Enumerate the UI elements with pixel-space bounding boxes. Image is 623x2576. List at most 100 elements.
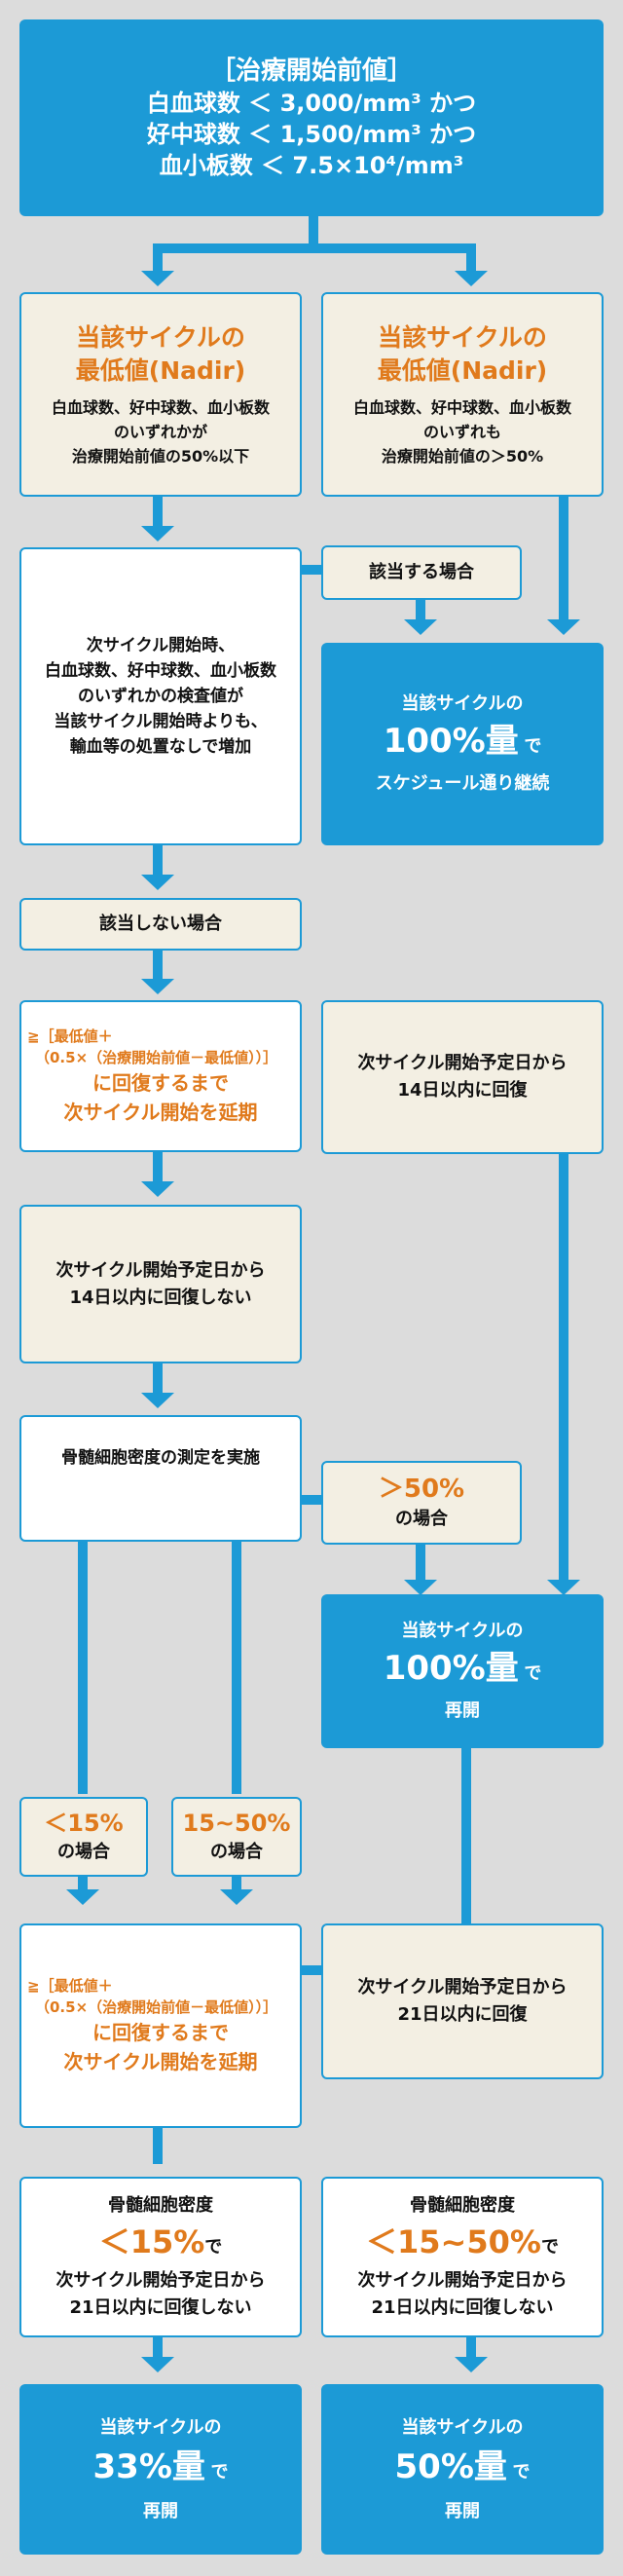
connector	[309, 216, 318, 247]
nadir-gt50-title2: 最低値(Nadir)	[377, 355, 548, 385]
result-100-restart-de: で	[524, 1663, 542, 1684]
not-recover14-line2: 14日以内に回復しない	[69, 1287, 252, 1308]
connector	[461, 1743, 471, 1928]
delay1-line1: に回復するまで	[92, 1071, 229, 1095]
arrow	[141, 2357, 174, 2372]
r15-50-value: 15~50%	[182, 1810, 291, 1837]
gt50-label: ＞50% の場合	[321, 1461, 522, 1545]
nadir-gt50-body1: 白血球数、好中球数、血小板数	[352, 397, 571, 417]
result-100-restart-unit: 量	[485, 1649, 519, 1688]
nadir-le50-title2: 最低値(Nadir)	[75, 355, 246, 385]
result-100-restart: 当該サイクルの 100%量 で 再開	[321, 1594, 604, 1748]
check-line4: 当該サイクル開始時よりも、	[54, 712, 268, 731]
bm-15-50-de: で	[540, 2237, 559, 2258]
delay2-line1: に回復するまで	[92, 2021, 229, 2044]
delay-box-2: ≧［最低値＋ （0.5×（治療開始前値－最低値））］ に回復するまで 次サイクル…	[19, 1923, 302, 2128]
result-50-de: で	[512, 2461, 531, 2483]
recover14-line1: 次サイクル開始予定日から	[357, 1053, 568, 1073]
result-50-unit: 量	[473, 2446, 507, 2486]
bm-lt15-box: 骨髄細胞密度 ＜15%で 次サイクル開始予定日から 21日以内に回復しない	[19, 2177, 302, 2337]
bm-15-50-line2: 21日以内に回復しない	[371, 2297, 554, 2318]
not-applicable-label: 該当しない場合	[19, 898, 302, 951]
check-line3: のいずれかの検査値が	[78, 687, 243, 706]
result-50-restart: 当該サイクルの 50%量 で 再開	[321, 2384, 604, 2555]
arrow	[141, 979, 174, 994]
result-100-restart-pct: 100%	[383, 1649, 486, 1688]
pretreatment-criteria-box: ［治療開始前値］ 白血球数 ＜ 3,000/mm³ かつ 好中球数 ＜ 1,50…	[19, 19, 604, 216]
connector	[299, 565, 323, 575]
gt50-value: ＞50%	[378, 1475, 465, 1504]
arrow	[404, 1580, 437, 1595]
arrow	[66, 1889, 99, 1905]
r15-50-label: 15~50% の場合	[171, 1797, 302, 1877]
connector	[153, 1363, 163, 1395]
gt50-suffix: の場合	[395, 1509, 448, 1529]
applicable-label: 該当する場合	[321, 545, 522, 600]
connector	[559, 1154, 568, 1583]
nadir-le50-body2: のいずれかが	[113, 422, 207, 441]
pretreatment-title: ［治療開始前値］	[209, 56, 413, 86]
lt15-label: ＜15% の場合	[19, 1797, 148, 1877]
nadir-le50-box: 当該サイクルの 最低値(Nadir) 白血球数、好中球数、血小板数 のいずれかが…	[19, 292, 302, 497]
arrow	[547, 1580, 580, 1595]
connector	[232, 1539, 241, 1794]
bm-lt15-title: 骨髄細胞密度	[108, 2195, 213, 2216]
arrow	[141, 271, 174, 286]
nadir-le50-body3: 治療開始前値の50%以下	[71, 446, 250, 466]
connector	[153, 243, 163, 273]
pretreatment-line-wbc: 白血球数 ＜ 3,000/mm³ かつ	[146, 90, 477, 117]
result-100-continue: 当該サイクルの 100%量 で スケジュール通り継続	[321, 643, 604, 845]
arrow	[141, 875, 174, 890]
nadir-gt50-body3: 治療開始前値の＞50%	[381, 446, 544, 466]
result-33-l1: 当該サイクルの	[99, 2416, 222, 2438]
check-line1: 次サイクル開始時、	[86, 636, 236, 655]
delay1-formula2: （0.5×（治療開始前値－最低値））］	[35, 1049, 278, 1066]
pretreatment-line-platelet: 血小板数 ＜ 7.5×10⁴/mm³	[159, 152, 464, 179]
result-33-unit: 量	[171, 2446, 205, 2486]
connector	[153, 1965, 476, 1975]
recover21-box: 次サイクル開始予定日から 21日以内に回復	[321, 1923, 604, 2079]
delay2-formula1: ≧［最低値＋	[27, 1977, 113, 1995]
lt15-suffix: の場合	[57, 1842, 110, 1862]
result-100-continue-de: で	[524, 736, 542, 757]
nadir-le50-body1: 白血球数、好中球数、血小板数	[51, 397, 270, 417]
connector	[153, 1152, 163, 1183]
connector	[416, 1544, 425, 1581]
delay2-line2: 次サイクル開始を延期	[63, 2050, 258, 2073]
arrow	[547, 619, 580, 635]
connector	[153, 845, 163, 877]
result-100-restart-l1: 当該サイクルの	[401, 1621, 524, 1641]
check-line2: 白血球数、好中球数、血小板数	[45, 661, 276, 681]
check-line5: 輸血等の処置なしで増加	[69, 737, 252, 757]
connector	[78, 1539, 88, 1794]
bm-lt15-line1: 次サイクル開始予定日から	[55, 2270, 266, 2291]
not-recover14-line1: 次サイクル開始予定日から	[55, 1259, 266, 1281]
result-100-continue-pct: 100%	[383, 722, 486, 761]
delay1-formula1: ≧［最低値＋	[27, 1027, 113, 1045]
delay-box-1: ≧［最低値＋ （0.5×（治療開始前値－最低値））］ に回復するまで 次サイクル…	[19, 1000, 302, 1152]
result-100-continue-unit: 量	[485, 722, 519, 761]
bm-lt15-value: ＜15%	[98, 2223, 205, 2260]
recover21-line1: 次サイクル開始予定日から	[357, 1977, 568, 1997]
connector	[466, 2337, 476, 2361]
bm-measure-text: 骨髄細胞密度の測定を実施	[61, 1448, 260, 1468]
result-100-restart-l3: 再開	[445, 1700, 480, 1721]
delay1-line2: 次サイクル開始を延期	[63, 1101, 258, 1124]
bm-15-50-title: 骨髄細胞密度	[410, 2195, 515, 2216]
lt15-value: ＜15%	[44, 1810, 124, 1837]
connector	[153, 2123, 163, 2164]
bm-lt15-de: で	[204, 2237, 223, 2258]
connector	[559, 497, 568, 621]
pretreatment-line-neutrophil: 好中球数 ＜ 1,500/mm³ かつ	[146, 121, 477, 148]
recover21-line2: 21日以内に回復	[397, 2004, 528, 2025]
result-33-restart: 当該サイクルの 33%量 で 再開	[19, 2384, 302, 2555]
connector	[153, 2337, 163, 2361]
result-100-continue-l1: 当該サイクルの	[401, 693, 524, 714]
not-recover14-box: 次サイクル開始予定日から 14日以内に回復しない	[19, 1205, 302, 1363]
r15-50-suffix: の場合	[210, 1842, 263, 1862]
arrow	[141, 526, 174, 541]
arrow	[141, 1393, 174, 1408]
connector	[416, 599, 425, 622]
arrow	[141, 1181, 174, 1197]
result-50-l3: 再開	[445, 2500, 480, 2521]
